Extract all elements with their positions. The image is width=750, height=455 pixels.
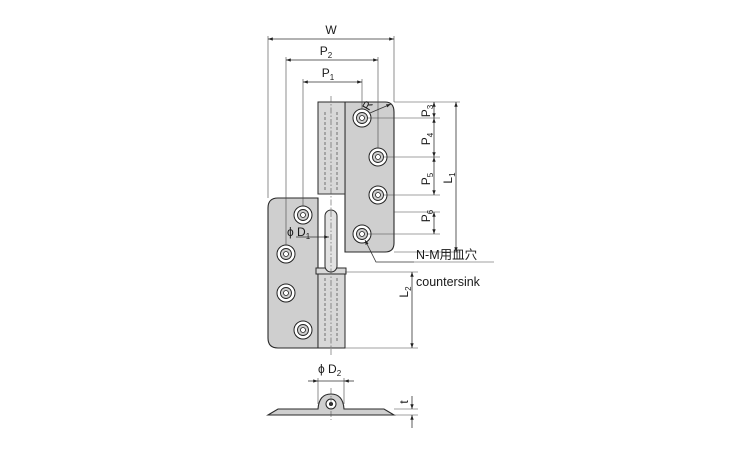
pitch-dimensions: [368, 101, 460, 253]
upper-knuckle: [317, 101, 346, 195]
label-l1: L1: [441, 172, 457, 184]
label-w: W: [325, 23, 337, 37]
label-p6: P6: [419, 209, 435, 222]
width-dimensions: [267, 36, 395, 245]
label-p5: P5: [419, 172, 435, 185]
label-l2: L2: [397, 286, 413, 298]
right-leaf-plate: [344, 101, 395, 253]
label-t: t: [397, 400, 411, 404]
countersink-label-en: countersink: [416, 275, 481, 289]
label-d1: ϕ D1: [287, 225, 311, 241]
left-leaf-holes: [276, 205, 313, 340]
label-d2: ϕ D2: [318, 362, 342, 378]
label-p4: P4: [419, 132, 435, 145]
lower-knuckle: [317, 271, 346, 349]
side-view: [266, 388, 396, 420]
right-leaf-holes: [352, 108, 388, 244]
label-p1: P1: [322, 66, 335, 82]
countersink-label-jp: N-M用皿穴: [416, 247, 478, 262]
left-leaf-plate: [267, 197, 319, 349]
label-p3: P3: [419, 104, 435, 117]
label-p2: P2: [320, 44, 333, 60]
